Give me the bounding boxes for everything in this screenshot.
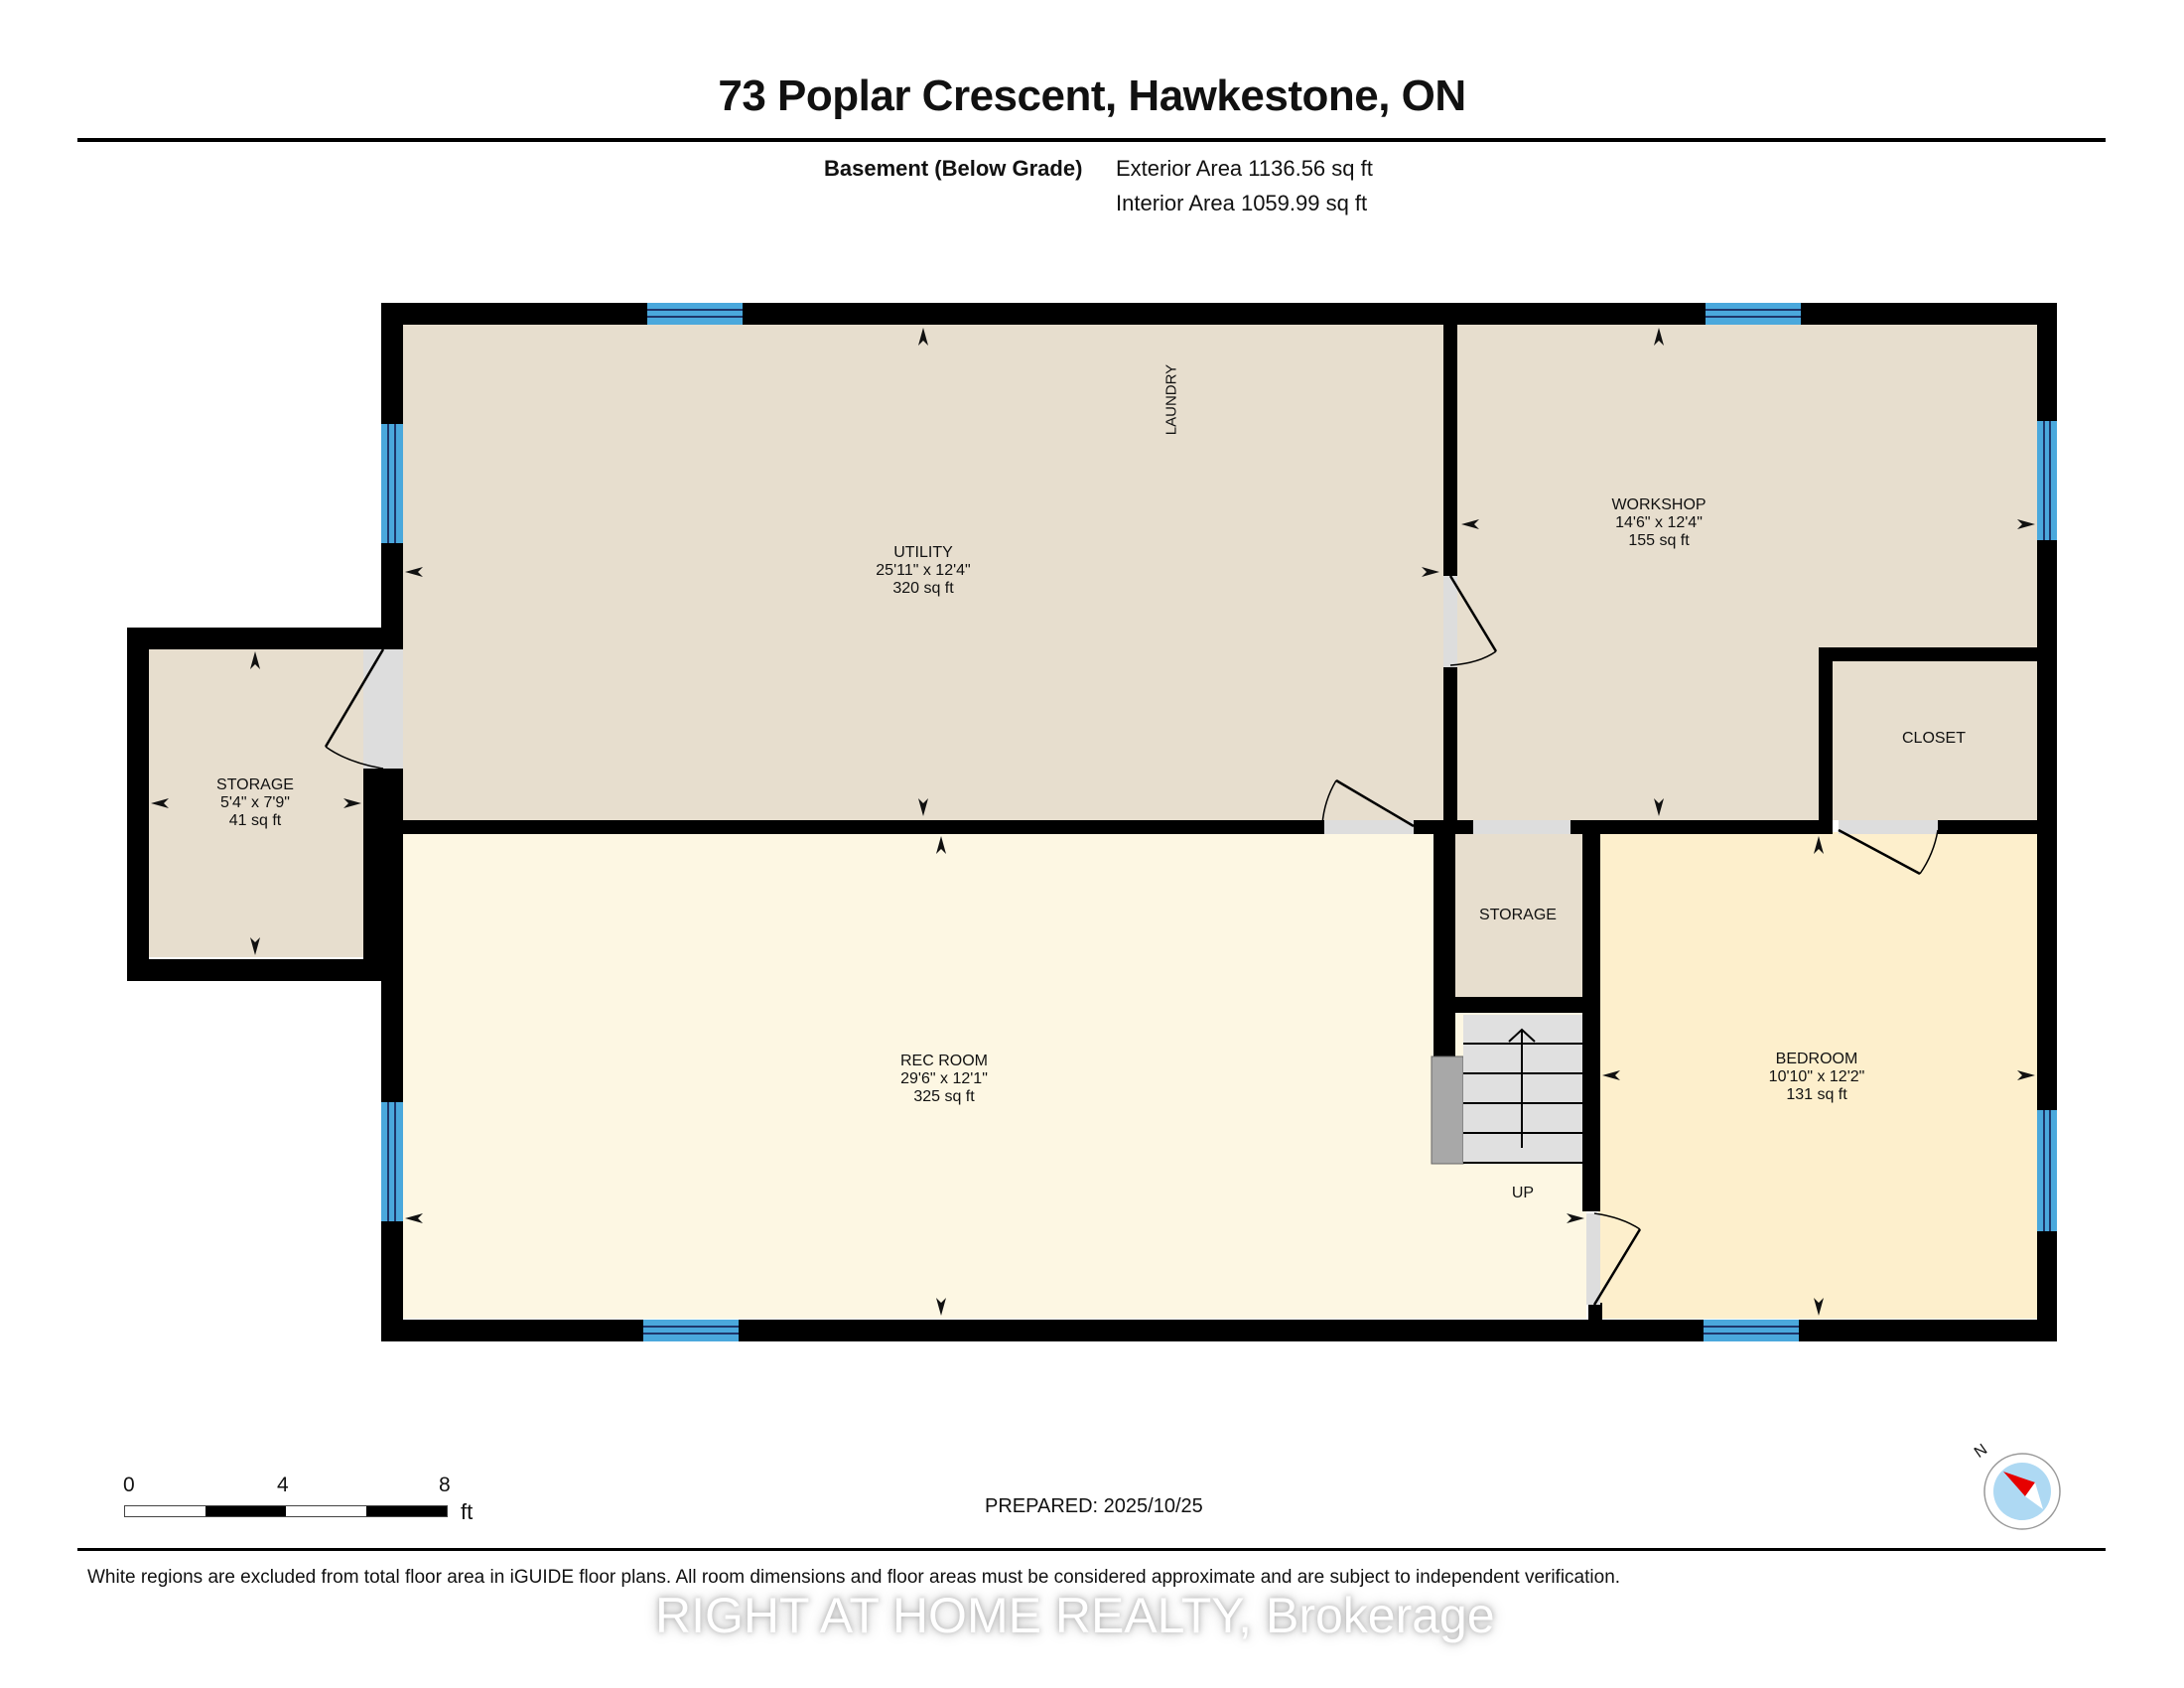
window-icon (647, 303, 743, 325)
window-icon (1704, 1320, 1799, 1341)
room-dims: 5'4" x 7'9" (220, 794, 290, 811)
room-area: 155 sq ft (1628, 532, 1690, 549)
rec-room (401, 832, 1586, 1319)
scale-tick-8: 8 (439, 1474, 451, 1496)
interior-area: Interior Area 1059.99 sq ft (1116, 191, 1368, 215)
header-divider (77, 138, 2106, 142)
room-label-storage-left: STORAGE 5'4" x 7'9" 41 sq ft (186, 776, 325, 830)
dimension-arrows (151, 328, 2035, 1316)
window-icon (1706, 303, 1801, 325)
page-title: 73 Poplar Crescent, Hawkestone, ON (718, 71, 1466, 120)
walls (127, 303, 2057, 1341)
room-fills (147, 324, 2039, 1319)
room-label-bedroom: BEDROOM 10'10" x 12'2" 131 sq ft (1717, 1051, 1916, 1104)
room-name: REC ROOM (900, 1053, 988, 1069)
door-bedroom-icon (1586, 1212, 1642, 1306)
room-dims: 10'10" x 12'2" (1768, 1068, 1865, 1085)
closet-room (1831, 659, 2039, 820)
compass-icon (1983, 1453, 2061, 1530)
room-area: 325 sq ft (913, 1088, 975, 1105)
room-dims: 29'6" x 12'1" (900, 1070, 988, 1087)
stairs-label: UP (1511, 1185, 1535, 1201)
windows (381, 303, 2057, 1341)
room-label-rec-room: REC ROOM 29'6" x 12'1" 325 sq ft (845, 1053, 1043, 1106)
compass: N (1972, 1441, 2065, 1534)
room-name: WORKSHOP (1611, 496, 1706, 513)
room-name: UTILITY (893, 544, 953, 561)
room-area: 131 sq ft (1786, 1086, 1847, 1103)
room-dims: 25'11" x 12'4" (876, 562, 971, 579)
brokerage-watermark: RIGHT AT HOME REALTY, Brokerage (655, 1588, 1495, 1643)
window-icon (381, 1102, 403, 1221)
storage-small-room (1453, 832, 1582, 997)
storage-left-room (147, 647, 363, 957)
room-area: 320 sq ft (892, 580, 954, 597)
window-icon (643, 1320, 739, 1341)
door-workshop-icon (1443, 575, 1498, 667)
window-icon (381, 424, 403, 543)
door-storage-left-icon (324, 648, 403, 770)
scale-tick-4: 4 (277, 1474, 289, 1496)
room-label-workshop: WORKSHOP 14'6" x 12'4" 155 sq ft (1560, 496, 1758, 550)
utility-room (401, 324, 1443, 820)
room-area: 41 sq ft (228, 812, 282, 829)
stairs-icon (1431, 1015, 1582, 1165)
disclaimer-text: White regions are excluded from total fl… (87, 1567, 1621, 1588)
footer-divider (77, 1548, 2106, 1551)
exterior-area: Exterior Area 1136.56 sq ft (1116, 156, 1373, 181)
bedroom-room (1598, 832, 2039, 1319)
level-label: Basement (Below Grade) (824, 156, 1083, 181)
room-dims: 14'6" x 12'4" (1615, 514, 1703, 531)
room-name: BEDROOM (1775, 1051, 1858, 1067)
room-label-laundry: LAUNDRY (1162, 363, 1180, 436)
scale-bar-graphic (124, 1505, 448, 1517)
prepared-date: PREPARED: 2025/10/25 (985, 1495, 1203, 1517)
room-label-closet: CLOSET (1901, 730, 1966, 747)
scale-tick-0: 0 (123, 1474, 135, 1496)
scale-bar: 0 4 8 ft (123, 1474, 473, 1533)
room-label-utility: UTILITY 25'11" x 12'4" 320 sq ft (824, 544, 1023, 598)
door-storage-small-opening (1473, 820, 1570, 834)
door-utility-rec-icon (1321, 778, 1415, 834)
scale-unit: ft (461, 1499, 474, 1524)
room-name: STORAGE (216, 776, 294, 793)
window-icon (2037, 1110, 2057, 1231)
window-icon (2037, 421, 2057, 540)
door-closet-icon (1838, 820, 1939, 876)
room-label-storage-small: STORAGE (1479, 907, 1557, 923)
doors (324, 575, 1939, 1306)
